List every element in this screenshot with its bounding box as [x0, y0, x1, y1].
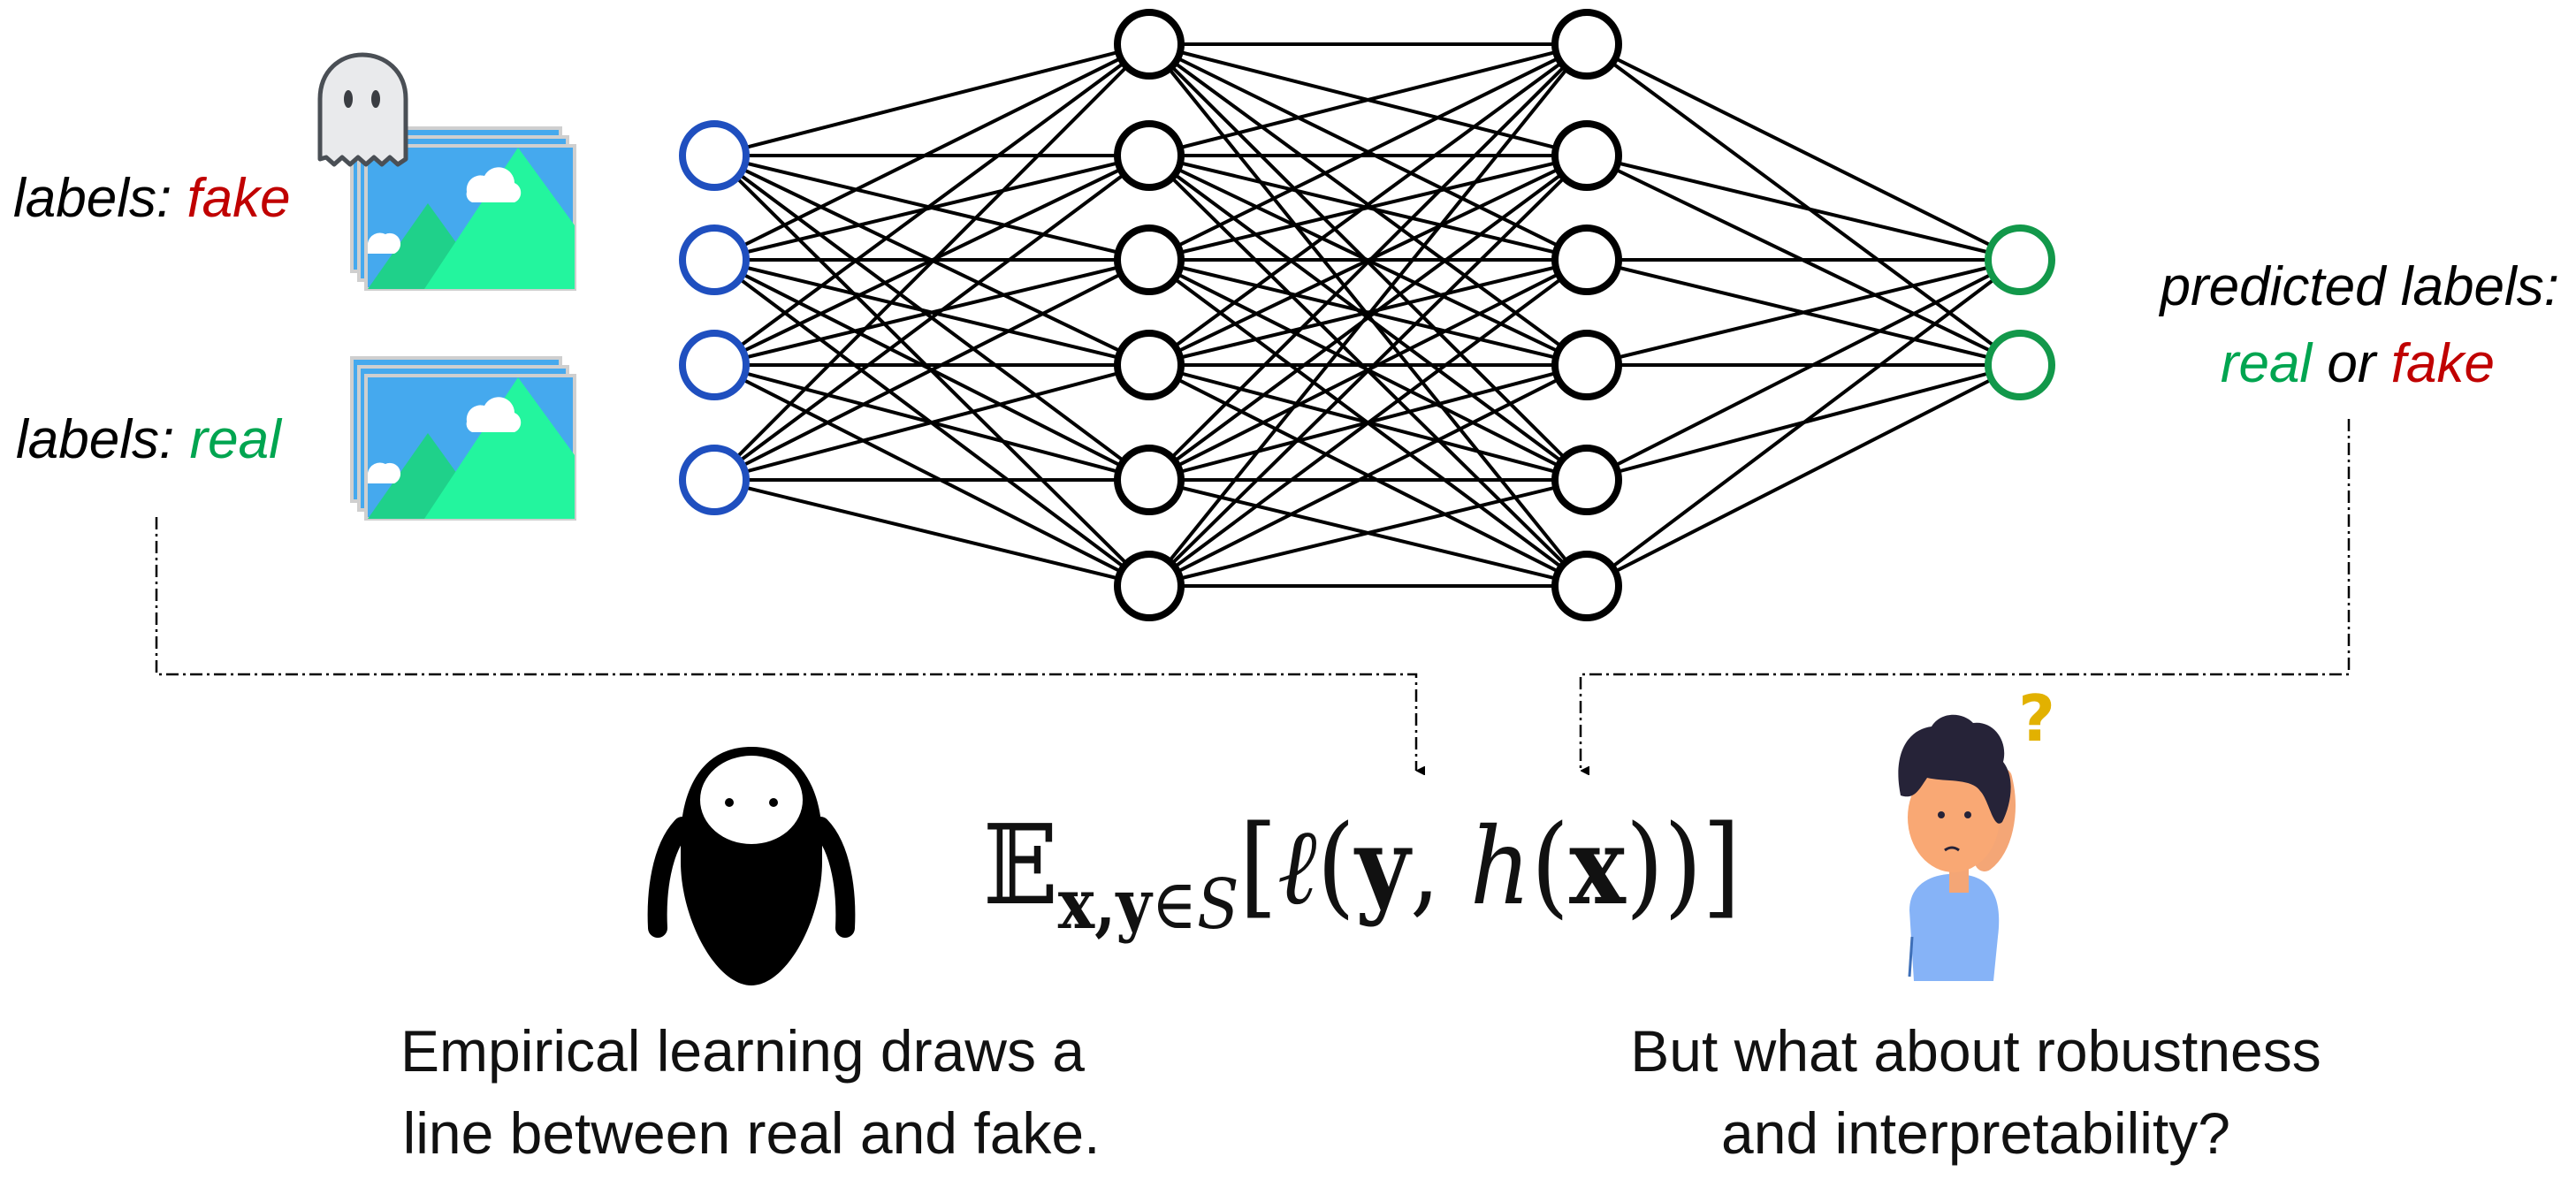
network-edge — [713, 42, 1150, 157]
predicted-or: or — [2312, 333, 2391, 394]
network-edge — [1147, 42, 1589, 367]
formula-paren: ( — [1317, 802, 1355, 930]
cloud — [466, 397, 522, 432]
formula-open: [ — [1239, 802, 1277, 930]
input-node — [679, 224, 750, 295]
caption-right-line-2: and interpretability? — [1721, 1100, 2230, 1166]
hidden-node-layer1 — [1114, 330, 1185, 400]
formula-close: ))] — [1626, 802, 1741, 930]
predicted-labels-values: real or fake — [2221, 333, 2495, 394]
network-edges — [713, 42, 2022, 588]
cloud — [368, 232, 401, 254]
input-node — [679, 120, 750, 191]
question-mark-icon: ? — [2018, 681, 2055, 756]
formula-sub-vars: x,y — [1058, 864, 1154, 945]
network-edge — [1148, 363, 1588, 588]
hidden-node-layer2 — [1551, 445, 1622, 515]
cloud — [466, 167, 522, 202]
network-edge — [1147, 154, 1589, 588]
label-value-fake: fake — [187, 168, 290, 229]
network-edge — [1586, 258, 2021, 367]
network-edge — [1148, 42, 1588, 262]
hidden-node-layer1 — [1114, 120, 1185, 191]
label-value-real: real — [189, 409, 283, 470]
predicted-fake: fake — [2391, 333, 2495, 394]
network-edge — [1585, 258, 2022, 588]
hidden-node-layer1 — [1114, 224, 1185, 295]
network-edge — [1147, 42, 1589, 482]
network-edge — [1147, 42, 1589, 588]
hidden-node-layer2 — [1551, 120, 1622, 191]
network-edge — [713, 478, 1150, 588]
formula-loss: ℓ — [1277, 806, 1316, 929]
network-edge — [1148, 478, 1588, 588]
label-prefix: labels: — [16, 409, 189, 470]
formula-h: h — [1470, 806, 1531, 929]
mountain-large — [424, 377, 575, 519]
output-node — [1985, 330, 2055, 400]
caption-left-line-2: line between real and fake. — [403, 1100, 1101, 1166]
caption-left-line-1: Empirical learning draws a — [400, 1018, 1085, 1084]
formula-comma: , — [1410, 806, 1470, 929]
network-edge — [713, 258, 1150, 482]
cloud — [368, 462, 401, 483]
network-edge — [713, 154, 1151, 482]
output-node — [1985, 224, 2055, 295]
network-edge — [713, 42, 1150, 262]
predicted-labels-title: predicted labels: — [2159, 256, 2560, 317]
hidden-node-layer2 — [1551, 224, 1622, 295]
network-edge — [713, 363, 1150, 482]
image-stack-icon-real — [350, 356, 576, 521]
network-edge — [713, 154, 1150, 262]
network-edge — [713, 42, 1151, 367]
mountain-large — [424, 148, 575, 289]
loss-formula: 𝔼x,y∈S[ℓ(y, h(x))] — [983, 802, 1741, 945]
network-edge — [1148, 154, 1588, 262]
input-node — [679, 445, 750, 515]
hidden-node-layer1 — [1114, 551, 1185, 621]
formula-expectation: 𝔼 — [983, 802, 1058, 930]
formula-y: y — [1353, 804, 1413, 929]
network-edge — [1586, 154, 2021, 262]
hidden-node-layer2 — [1551, 9, 1622, 80]
network-edge — [713, 42, 1151, 482]
network-edge — [1586, 258, 2021, 482]
caption-right-line-1: But what about robustness — [1630, 1018, 2321, 1084]
input-node — [679, 330, 750, 400]
connector-left — [155, 517, 1416, 771]
hidden-node-layer2 — [1551, 551, 1622, 621]
network-nodes — [679, 9, 2055, 621]
formula-paren2: ( — [1531, 802, 1569, 930]
robot-icon — [647, 747, 856, 985]
network-edge — [1586, 363, 2021, 588]
connector-right — [1579, 419, 2351, 771]
network-edge — [1148, 42, 1588, 157]
network-edge — [713, 258, 1150, 367]
ghost-icon — [317, 52, 408, 167]
formula-x: x — [1569, 804, 1627, 929]
label-prefix: labels: — [13, 168, 187, 229]
network-edge — [1147, 258, 1589, 588]
network-edge — [713, 363, 1150, 588]
label-real: labels: real — [16, 409, 283, 470]
hidden-node-layer2 — [1551, 330, 1622, 400]
label-fake: labels: fake — [13, 168, 291, 229]
confused-person-icon — [1898, 714, 2016, 981]
network-edge — [1586, 42, 2021, 262]
hidden-node-layer1 — [1114, 445, 1185, 515]
predicted-real: real — [2221, 333, 2314, 394]
formula-sub-in: ∈S — [1152, 865, 1239, 945]
network-edge — [1585, 42, 2022, 367]
hidden-node-layer1 — [1114, 9, 1185, 80]
